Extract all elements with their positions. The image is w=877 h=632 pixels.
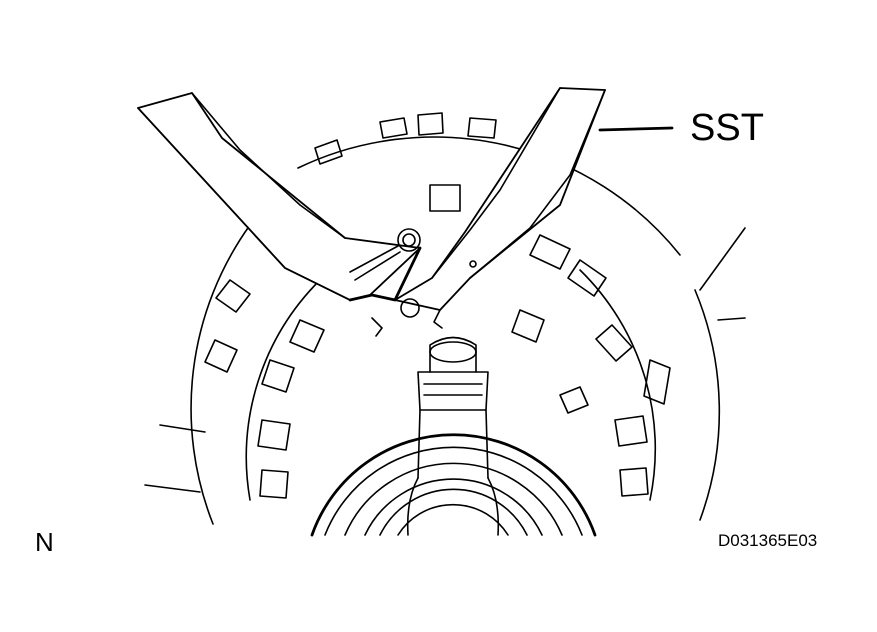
sst-label: SST bbox=[690, 107, 764, 149]
input-shaft bbox=[406, 336, 500, 536]
sst-tool bbox=[137, 87, 606, 318]
orientation-label: N bbox=[35, 527, 54, 557]
figure-code: D031365E03 bbox=[718, 531, 818, 550]
sst-leader-line bbox=[598, 126, 674, 132]
clutch-drum bbox=[144, 112, 746, 525]
center-hub bbox=[310, 309, 597, 537]
